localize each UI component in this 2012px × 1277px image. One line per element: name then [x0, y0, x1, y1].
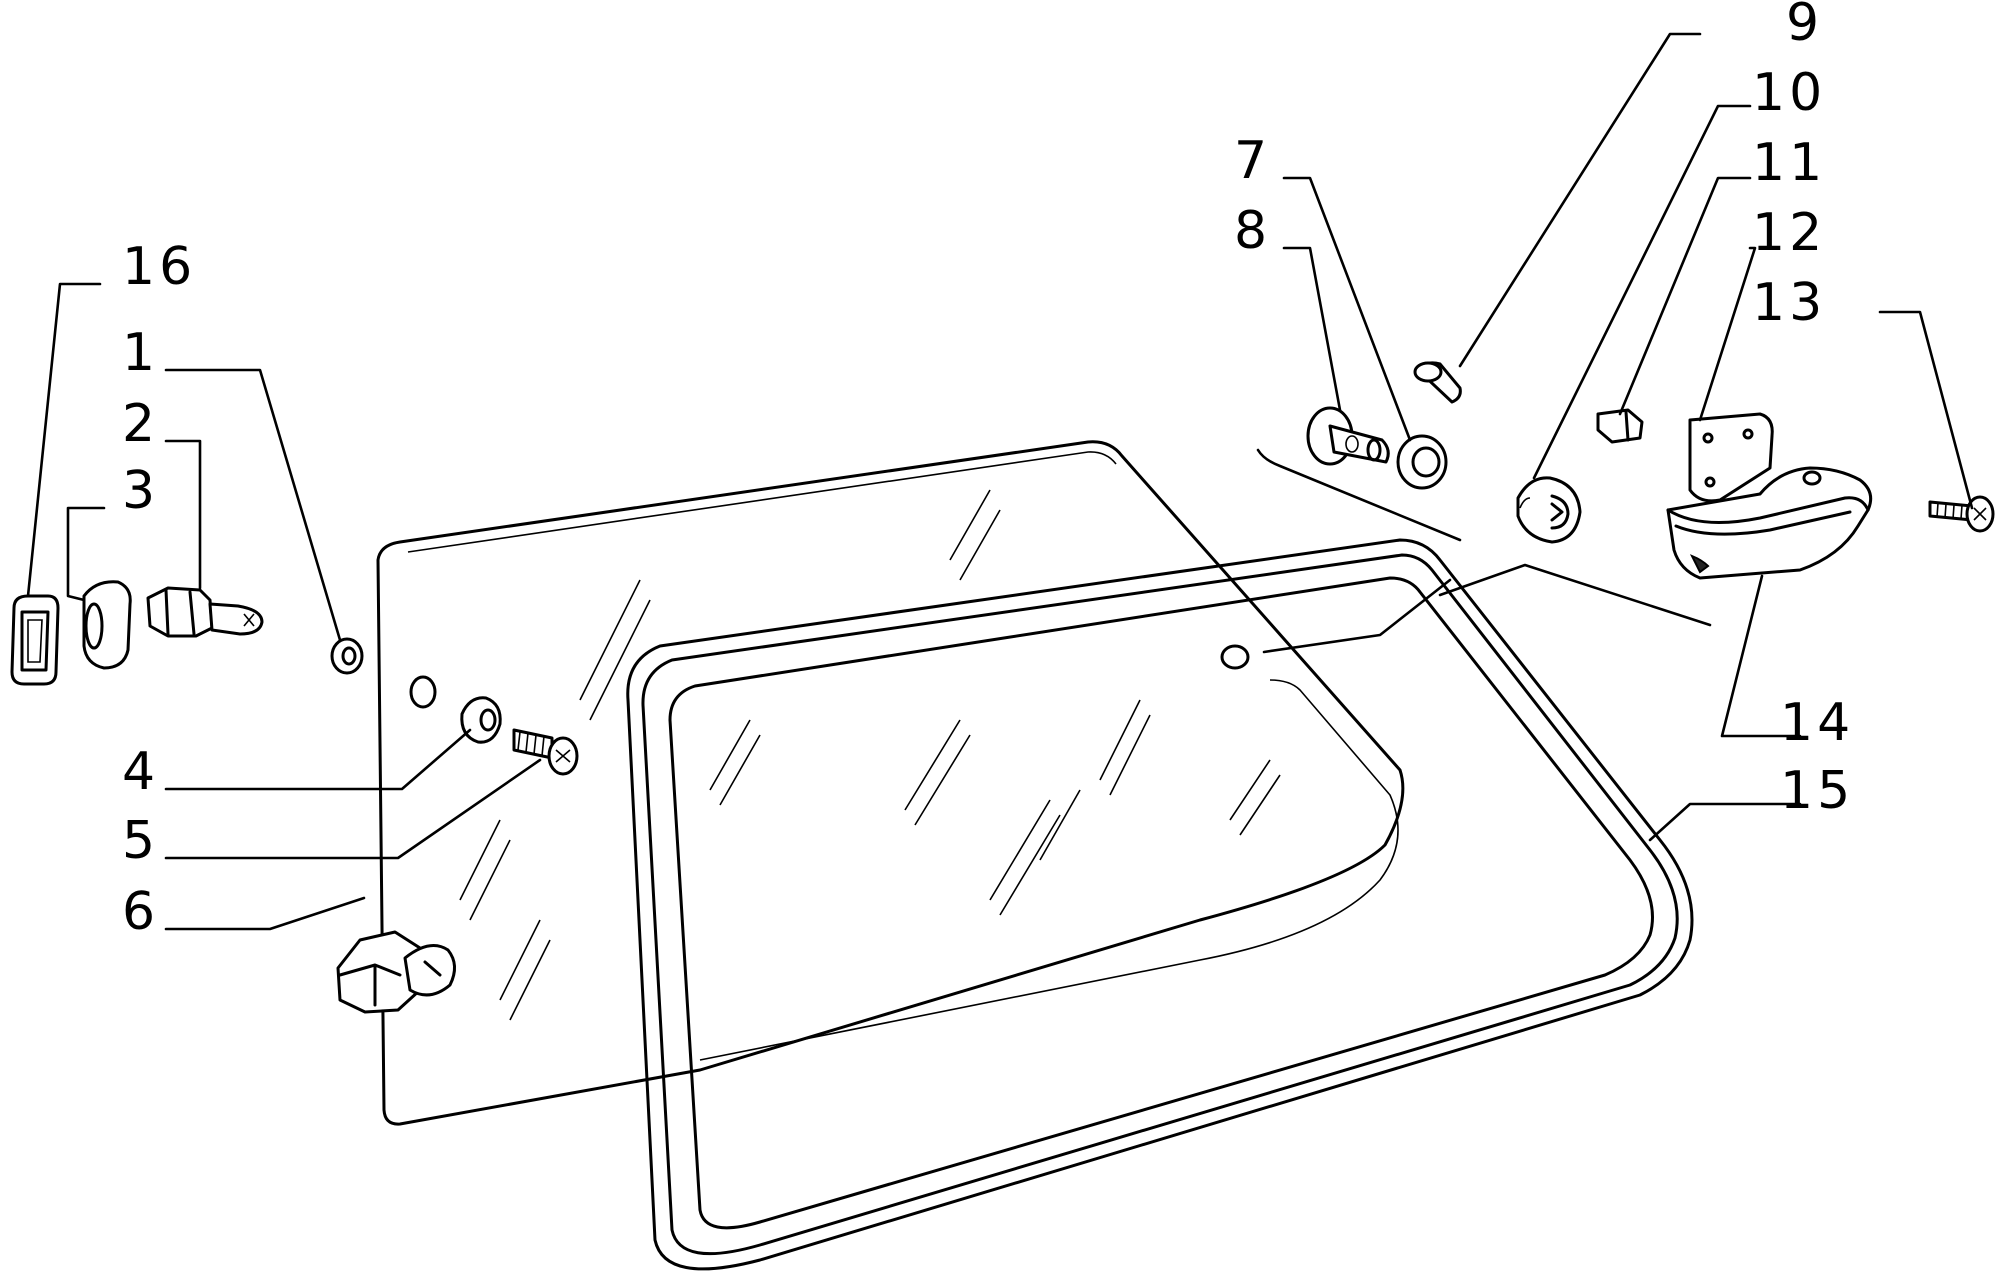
leader-lines	[26, 32, 1974, 931]
callout-12: 12	[1752, 203, 1826, 263]
part-9-small-bolt	[1413, 361, 1462, 404]
part-7-spacer-ring	[1396, 434, 1448, 490]
callout-9: 9	[1786, 0, 1823, 53]
part-6-quarter-glass	[376, 440, 1405, 1126]
assembly-guide-lines	[1256, 448, 1712, 654]
callout-8: 8	[1234, 201, 1271, 261]
callout-3: 3	[122, 461, 159, 521]
part-2-latch-clip	[146, 586, 264, 638]
part-5-screw	[512, 728, 579, 776]
callout-labels: 16 1 2 3 4 5 6 7 8 9 10 11 12 13 14 15	[122, 0, 1854, 942]
callout-4: 4	[122, 742, 159, 802]
part-14-hinge-bracket	[1666, 466, 1873, 580]
callout-14: 14	[1780, 693, 1854, 753]
part-10-hinge-bushing	[1516, 476, 1582, 544]
callout-11: 11	[1752, 133, 1826, 193]
callout-2: 2	[122, 394, 159, 454]
callout-1: 1	[122, 323, 159, 383]
callout-5: 5	[122, 811, 159, 871]
callout-10: 10	[1752, 63, 1826, 123]
callout-7: 7	[1234, 131, 1271, 191]
part-11-clip-nut	[1596, 408, 1644, 444]
part-1-washer	[330, 637, 364, 675]
part-8-hinge-pin	[1306, 406, 1390, 466]
part-13-screw	[1928, 495, 1995, 533]
part-16-grommet	[10, 594, 60, 686]
callout-16: 16	[122, 237, 196, 297]
callout-6: 6	[122, 882, 159, 942]
part-12-mounting-plate	[1688, 412, 1774, 503]
callout-15: 15	[1780, 761, 1854, 821]
hinge-latch-bottom	[336, 930, 456, 1014]
part-4-nut	[460, 696, 502, 744]
part-15-window-seal	[626, 538, 1694, 1271]
callout-13: 13	[1752, 273, 1826, 333]
part-3-plug	[82, 580, 132, 670]
